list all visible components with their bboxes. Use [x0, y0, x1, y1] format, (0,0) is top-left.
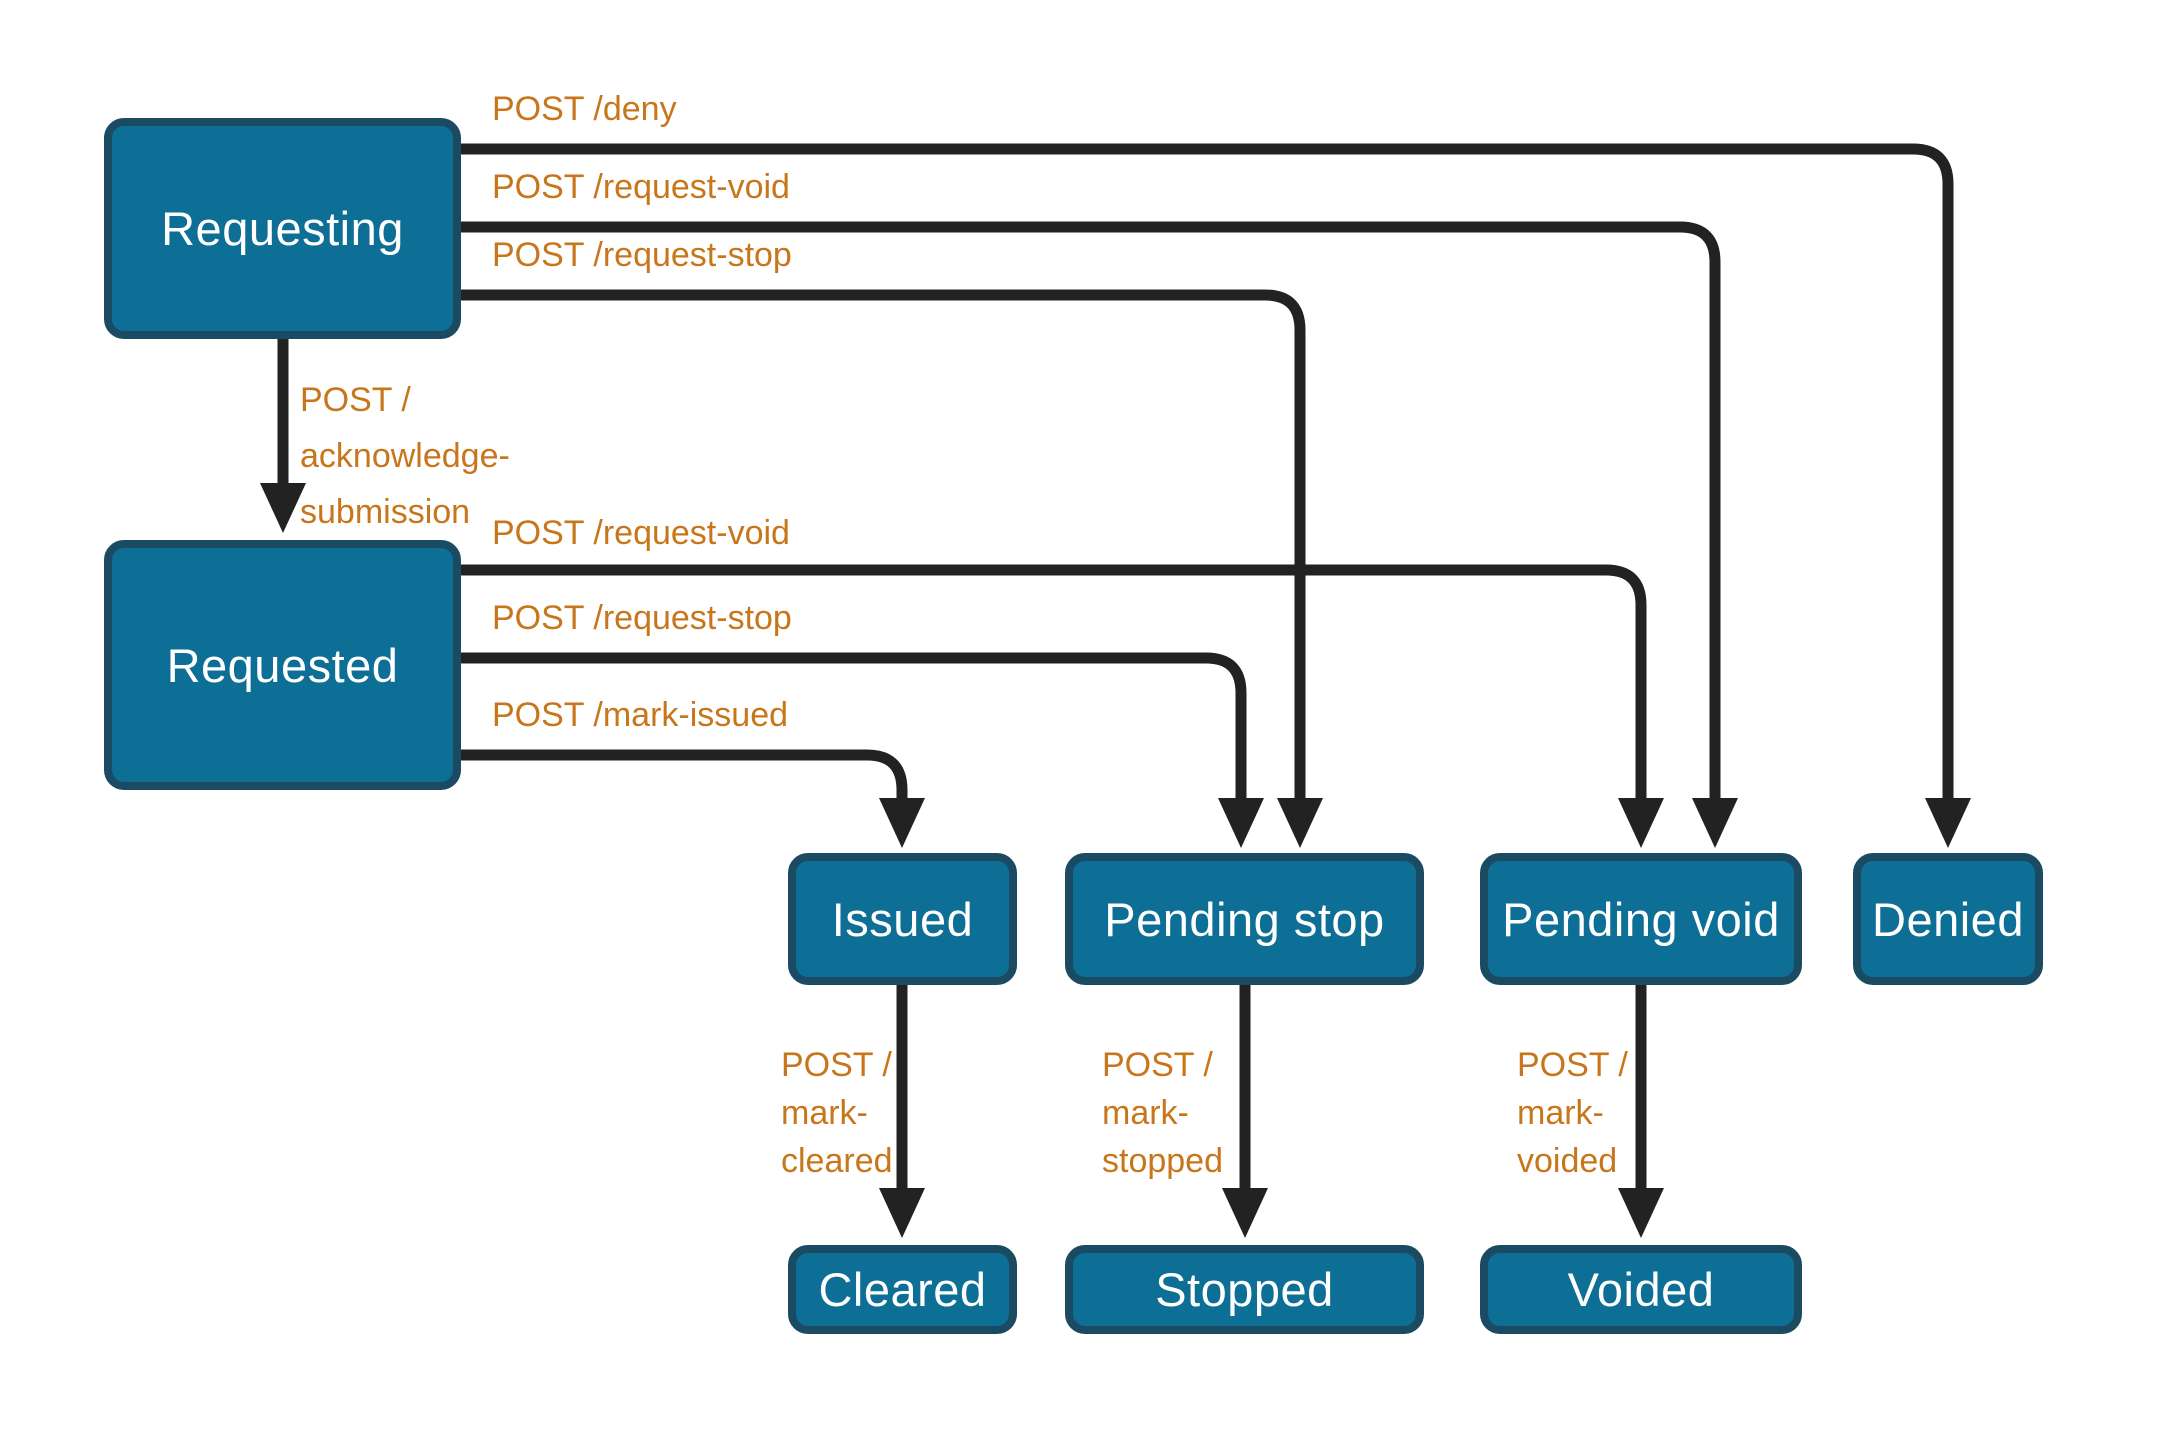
arrowhead-stopped — [1222, 1188, 1268, 1238]
state-node-requested: Requested — [104, 540, 461, 790]
edge-requested-pending-stop-line — [456, 652, 1247, 805]
arrowhead-pending-stop-left — [1218, 798, 1264, 848]
edge-label-request-void-from-requested: POST /request-void — [492, 514, 790, 552]
state-node-issued: Issued — [788, 853, 1017, 985]
edge-label-acknowledge-submission: POST / acknowledge- submission — [300, 381, 510, 531]
edge-label-deny: POST /deny — [492, 90, 677, 128]
arrowhead-issued — [879, 798, 925, 848]
state-node-cleared: Cleared — [788, 1245, 1017, 1334]
edge-requesting-pending-void-line — [456, 221, 1721, 805]
edge-label-mark-stopped: POST / mark- stopped — [1102, 1046, 1223, 1180]
edge-label-mark-issued: POST /mark-issued — [492, 696, 789, 734]
arrowhead-pending-void-right — [1692, 798, 1738, 848]
edge-requested-pending-void-line — [456, 564, 1647, 805]
arrowhead-voided — [1618, 1188, 1664, 1238]
state-node-requesting: Requesting — [104, 118, 461, 339]
edge-label-mark-voided: POST / mark- voided — [1517, 1046, 1628, 1180]
edge-requesting-pending-stop-line — [456, 289, 1306, 805]
edge-label-request-stop-from-requested: POST /request-stop — [492, 599, 792, 637]
arrowhead-denied — [1925, 798, 1971, 848]
edge-label-request-stop-from-requesting: POST /request-stop — [492, 236, 792, 274]
arrowhead-requested — [260, 483, 306, 533]
edge-label-request-void-from-requesting: POST /request-void — [492, 168, 790, 206]
state-node-voided: Voided — [1480, 1245, 1802, 1334]
arrowhead-pending-void-left — [1618, 798, 1664, 848]
state-node-stopped: Stopped — [1065, 1245, 1424, 1334]
state-node-pending-stop: Pending stop — [1065, 853, 1424, 985]
arrowhead-pending-stop-right — [1277, 798, 1323, 848]
edge-requesting-denied-line — [456, 143, 1954, 805]
state-node-denied: Denied — [1853, 853, 2043, 985]
state-node-pending-void: Pending void — [1480, 853, 1802, 985]
edge-label-mark-cleared: POST / mark- cleared — [781, 1046, 893, 1180]
edge-requested-issued-line — [456, 749, 908, 805]
arrowhead-cleared — [879, 1188, 925, 1238]
